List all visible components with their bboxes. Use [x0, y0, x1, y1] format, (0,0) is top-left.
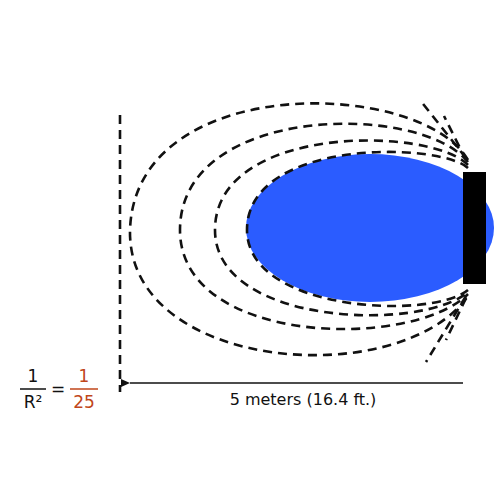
distance-label: 5 meters (16.4 ft.) — [227, 391, 380, 409]
formula-denominator: R² — [24, 393, 43, 412]
speaker-symbol — [463, 172, 486, 284]
result-numerator: 1 — [79, 367, 90, 386]
distance-marker — [119, 115, 122, 392]
formula-equals: = — [51, 380, 65, 399]
result-denominator: 25 — [73, 393, 95, 412]
distance-arrow — [130, 382, 463, 384]
sound-lobe — [246, 154, 494, 302]
fraction-bar — [20, 388, 46, 390]
dispersion-lines — [130, 100, 468, 362]
fraction-bar — [70, 388, 98, 390]
formula-numerator: 1 — [28, 367, 39, 386]
